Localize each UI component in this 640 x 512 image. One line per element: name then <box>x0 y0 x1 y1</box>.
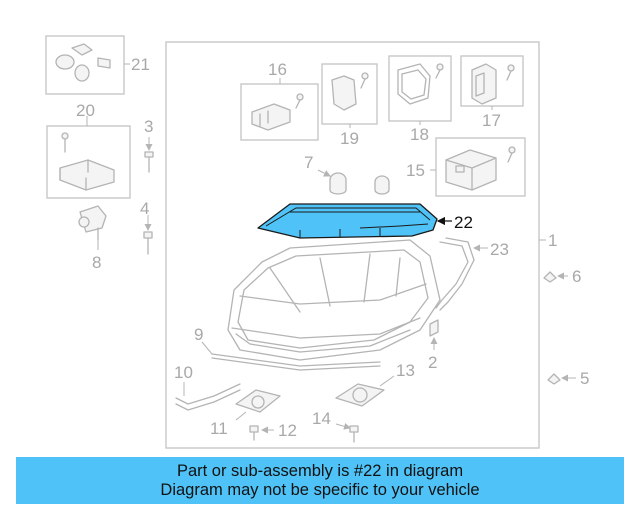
callout-9: 9 <box>194 325 203 344</box>
part-3-screw[interactable] <box>144 137 154 173</box>
part-4-screw[interactable] <box>143 215 153 255</box>
callout-15: 15 <box>406 161 425 180</box>
part-13-socket[interactable] <box>335 375 395 407</box>
part-19-bracket[interactable] <box>321 63 378 128</box>
callout-14: 14 <box>312 409 331 428</box>
assembly-frame <box>165 41 540 449</box>
part-22-headlamp-cover[interactable] <box>257 203 452 239</box>
callout-2: 2 <box>428 353 437 372</box>
part-9-trim-strip[interactable] <box>201 341 381 371</box>
highlighted-part-22[interactable] <box>257 203 438 239</box>
part-12-screw[interactable] <box>249 425 274 441</box>
banner-line-2: Diagram may not be specific to your vehi… <box>160 480 480 499</box>
part-5-clip[interactable] <box>547 373 576 385</box>
callout-22: 22 <box>454 213 473 232</box>
callout-4: 4 <box>140 199 149 218</box>
callout-13: 13 <box>396 361 415 380</box>
part-23-seal[interactable] <box>435 237 488 311</box>
part-info-banner: Part or sub-assembly is #22 in diagram D… <box>16 457 624 504</box>
part-20-bracket[interactable] <box>46 116 131 199</box>
callout-11: 11 <box>210 419 228 438</box>
part-8-leveling-motor[interactable] <box>78 205 107 250</box>
callout-8: 8 <box>92 253 101 272</box>
callout-12: 12 <box>278 421 297 440</box>
callout-1: 1 <box>548 231 557 250</box>
part-14-screw[interactable] <box>335 422 359 443</box>
part-1-headlamp-assembly[interactable] <box>227 239 441 361</box>
callout-16: 16 <box>268 60 287 79</box>
part-6-clip[interactable] <box>543 271 568 283</box>
callout-19: 19 <box>340 129 359 148</box>
callout-23: 23 <box>490 240 509 259</box>
part-18-retaining-frame[interactable] <box>388 55 452 125</box>
part-2-clip[interactable] <box>429 319 439 350</box>
part-21-clip-set[interactable] <box>45 35 130 95</box>
part-10-bracket[interactable] <box>175 382 241 411</box>
part-7-cap[interactable] <box>317 169 390 195</box>
callout-3: 3 <box>144 117 153 136</box>
callout-20: 20 <box>76 101 95 120</box>
callout-10: 10 <box>174 363 193 382</box>
part-15-control-module[interactable] <box>430 137 526 197</box>
part-17-bracket[interactable] <box>460 55 524 110</box>
callout-6: 6 <box>572 267 581 286</box>
callout-18: 18 <box>410 125 429 144</box>
part-11-socket[interactable] <box>235 389 281 421</box>
parts-diagram: 21 20 3 4 8 16 19 18 17 15 7 22 23 1 6 2… <box>45 35 589 449</box>
callout-5: 5 <box>580 369 589 388</box>
callout-17: 17 <box>482 111 501 130</box>
part-16-bracket[interactable] <box>240 78 319 141</box>
banner-line-1: Part or sub-assembly is #22 in diagram <box>176 461 464 480</box>
callout-21: 21 <box>131 55 150 74</box>
callout-7: 7 <box>304 153 313 172</box>
